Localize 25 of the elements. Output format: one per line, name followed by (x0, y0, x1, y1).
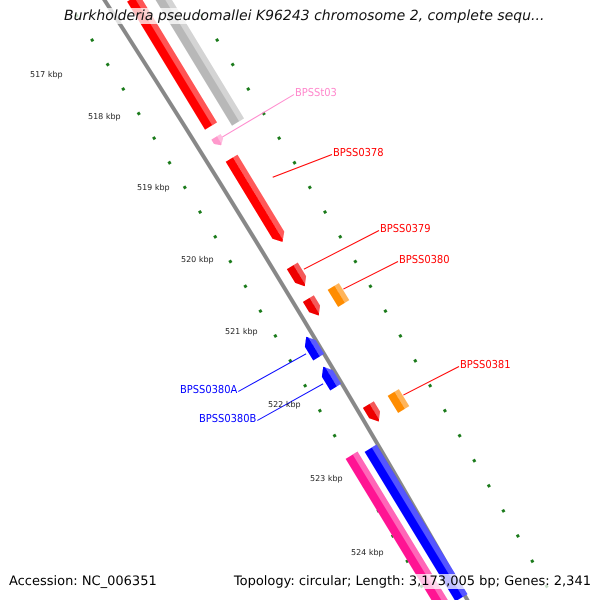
footer-text: Accession: NC_006351 (9, 574, 157, 589)
leader-line (272, 154, 332, 178)
gene-label: BPSS0380B (199, 412, 256, 425)
leader-line (342, 261, 398, 290)
leader-line (256, 383, 324, 421)
gene-label: BPSS0379 (380, 222, 431, 235)
tick-label: 522 kbp (268, 400, 301, 409)
title: Burkholderia pseudomallei K96243 chromosome 2, complete sequ... (64, 8, 544, 24)
tick-label: 519 kbp (137, 183, 170, 192)
tick-label: 517 kbp (30, 70, 63, 79)
leader-line (221, 94, 294, 138)
tick-label: 518 kbp (88, 112, 121, 121)
gene-label: BPSS0380A (180, 383, 238, 396)
tick-label: 524 kbp (351, 548, 384, 557)
tick-label: 521 kbp (225, 327, 258, 336)
leader-line (303, 230, 380, 270)
leader-line (402, 366, 460, 396)
tick-label: 523 kbp (310, 474, 343, 483)
gene-label: BPSS0381 (460, 358, 511, 371)
gene-label: BPSS0378 (333, 146, 384, 159)
gene-label: BPSSt03 (295, 86, 337, 99)
leader-line (238, 353, 307, 392)
gene-label: BPSS0380 (399, 253, 450, 266)
tick-label: 520 kbp (181, 255, 214, 264)
footer-text: Topology: circular; Length: 3,173,005 bp; Genes: 2,341 (234, 574, 591, 589)
